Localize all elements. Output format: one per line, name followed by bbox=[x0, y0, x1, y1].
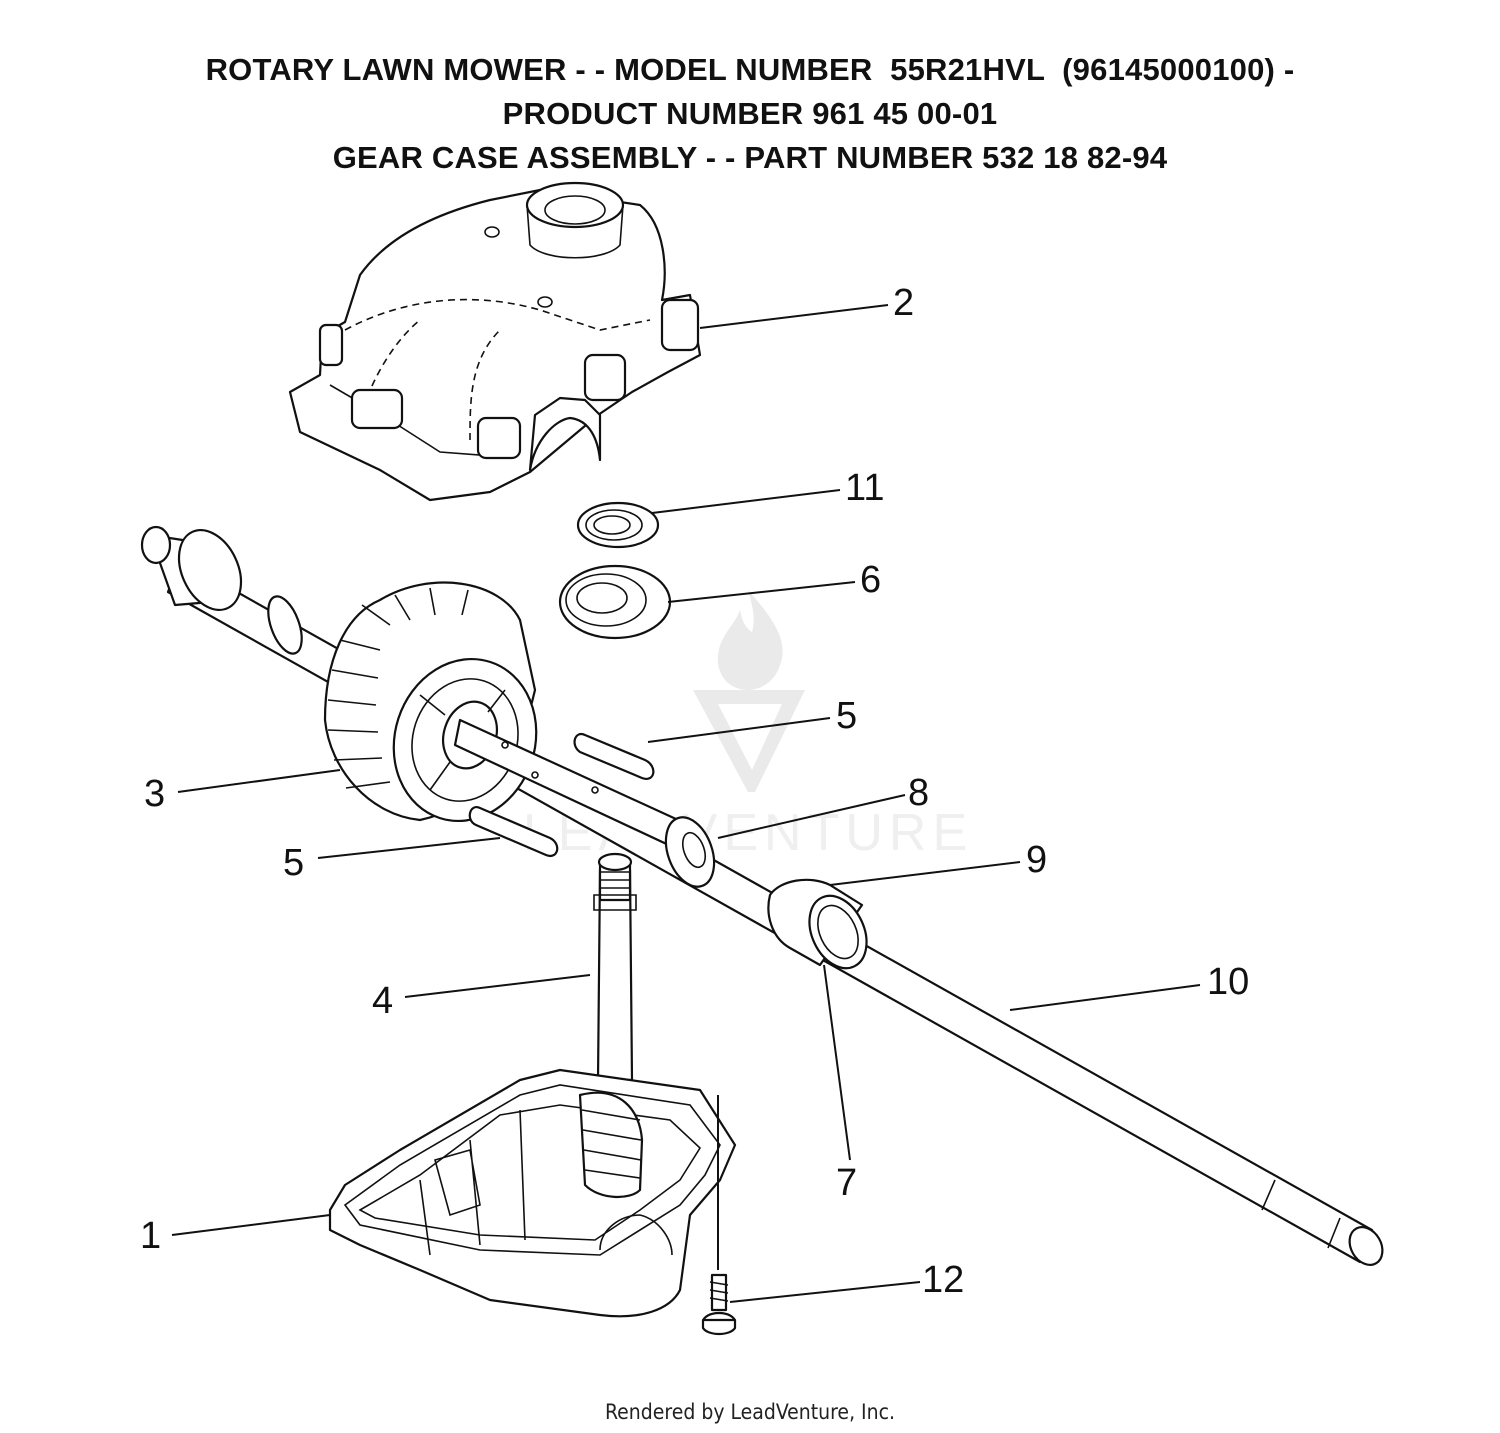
part-3-bevel-gear bbox=[323, 581, 538, 823]
part-2-gear-case-cover bbox=[288, 181, 702, 502]
callout-leaders bbox=[171, 304, 1201, 1303]
diagram-title-line-3: GEAR CASE ASSEMBLY - - PART NUMBER 532 1… bbox=[332, 140, 1168, 175]
v-logo-icon bbox=[693, 690, 805, 792]
part-4-worm-shaft bbox=[593, 852, 637, 1082]
callout-labels: 2 11 6 5 3 8 5 9 10 4 7 1 12 bbox=[140, 282, 1249, 1301]
callout-12: 11 bbox=[845, 467, 884, 509]
diagram-title-line-1: ROTARY LAWN MOWER - - MODEL NUMBER 55R21… bbox=[205, 52, 1295, 87]
part-7-seal bbox=[817, 904, 859, 960]
part-12-small-bearing bbox=[576, 501, 660, 549]
callout-3: 3 bbox=[144, 773, 165, 815]
callout-2: 2 bbox=[893, 282, 914, 324]
callout-7: 7 bbox=[836, 1162, 857, 1204]
callout-5-lower: 5 bbox=[283, 842, 304, 884]
callout-10: 10 bbox=[1207, 961, 1249, 1003]
diagram-title-line-2: PRODUCT NUMBER 961 45 00-01 bbox=[502, 96, 998, 131]
part-8-washer bbox=[664, 816, 716, 888]
part-6-large-bearing bbox=[558, 564, 672, 640]
left-shaft-washer bbox=[267, 595, 303, 655]
callout-4: 4 bbox=[372, 980, 393, 1022]
axle-end-bushing bbox=[140, 525, 243, 611]
part-5-pin-upper bbox=[573, 732, 655, 780]
callout-11: 12 bbox=[922, 1259, 964, 1301]
callout-8: 8 bbox=[908, 772, 929, 814]
part-9-axle-bushing bbox=[767, 878, 868, 970]
footer-credit: Rendered by LeadVenture, Inc. bbox=[605, 1400, 895, 1424]
part-1-gear-case-housing bbox=[328, 1068, 737, 1318]
callout-5-upper: 5 bbox=[836, 695, 857, 737]
callout-1: 1 bbox=[140, 1215, 161, 1257]
part-5-pin-lower bbox=[468, 806, 559, 858]
flame-logo-icon bbox=[717, 590, 783, 690]
callout-9: 9 bbox=[1026, 839, 1047, 881]
callout-6: 6 bbox=[860, 559, 881, 601]
part-11-screw bbox=[701, 1095, 737, 1336]
